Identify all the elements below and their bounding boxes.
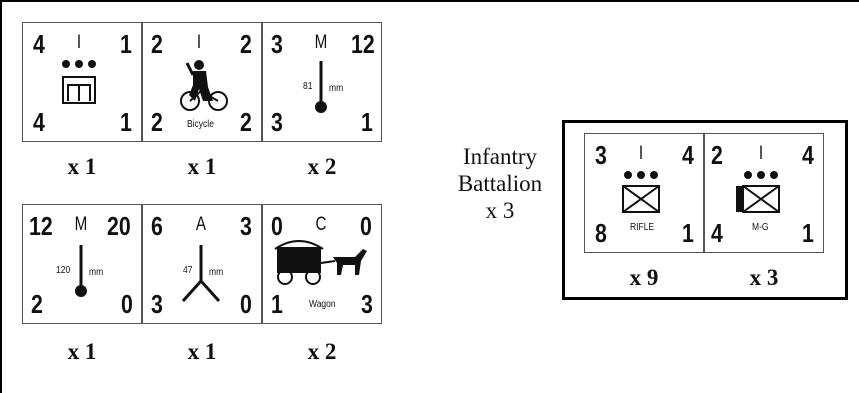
unit-caption: RIFLE [630, 222, 655, 233]
caliber-value: 81 [303, 81, 313, 92]
caliber-unit: mm [209, 267, 224, 278]
battalion-label-line3: x 3 [485, 198, 515, 223]
top-left-value: 2 [711, 140, 723, 170]
battalion-label: Infantry Battalion x 3 [440, 143, 560, 224]
counter-hq[interactable]: 4 I 1 4 1 [22, 22, 142, 142]
bottom-right-value: 1 [120, 107, 132, 137]
counter-wagon[interactable]: 0 C 0 1 Wagon 3 [262, 204, 382, 324]
anti-tank-gun-icon [181, 245, 221, 303]
bottom-left-value: 3 [271, 107, 283, 137]
counter-bicycle[interactable]: 2 I 2 2 Bicycle 2 [142, 22, 262, 142]
unit-caption: M-G [752, 222, 769, 233]
bottom-left-value: 2 [31, 289, 43, 319]
bottom-left-value: 3 [151, 289, 163, 319]
multiplier-at-47: x 1 [187, 339, 217, 364]
unit-type-marker: M [74, 214, 88, 235]
unit-type-marker: M [314, 32, 328, 53]
multiplier-wagon: x 2 [307, 339, 337, 364]
bottom-left-value: 8 [595, 218, 607, 248]
top-right-value: 3 [240, 211, 252, 241]
unit-caption: Bicycle [187, 119, 214, 130]
bottom-right-value: 3 [361, 289, 373, 319]
bicycle-soldier-icon [180, 60, 228, 111]
hq-symbol-icon [62, 60, 96, 104]
mortar-icon [315, 61, 327, 113]
counter-mortar-81[interactable]: 3 M 12 81 mm 3 1 [262, 22, 382, 142]
top-left-value: 2 [151, 29, 163, 59]
multiplier-rifle: x 9 [629, 265, 659, 290]
bottom-left-value: 1 [271, 289, 283, 319]
top-left-value: 6 [151, 211, 163, 241]
caliber-value: 120 [56, 265, 71, 276]
bottom-left-value: 4 [711, 218, 723, 248]
top-left-value: 3 [271, 29, 283, 59]
bottom-right-value: 1 [361, 107, 373, 137]
bottom-right-value: 1 [682, 218, 694, 248]
counter-mg[interactable]: 2 I 4 4 M-G 1 [704, 133, 824, 253]
caliber-unit: mm [329, 83, 344, 94]
multiplier-mg: x 3 [749, 265, 779, 290]
infantry-battalion-box [562, 120, 848, 300]
top-left-value: 0 [271, 211, 283, 241]
infantry-symbol-icon [622, 171, 660, 213]
battalion-label-line2: Battalion [457, 171, 543, 196]
horse-wagon-icon [274, 240, 367, 285]
counter-at-47[interactable]: 6 A 3 47 mm 3 0 [142, 204, 262, 324]
bottom-right-value: 2 [240, 107, 252, 137]
top-right-value: 4 [802, 140, 814, 170]
multiplier-mortar-81: x 2 [307, 154, 337, 179]
unit-size-marker: I [196, 32, 202, 53]
multiplier-mortar-120: x 1 [67, 339, 97, 364]
bottom-right-value: 0 [121, 289, 133, 319]
multiplier-bicycle: x 1 [187, 154, 217, 179]
top-right-value: 2 [240, 29, 252, 59]
top-right-value: 20 [107, 211, 131, 241]
battalion-label-line1: Infantry [462, 144, 538, 169]
unit-type-marker: C [315, 214, 327, 235]
counter-rifle[interactable]: 3 I 4 8 RIFLE 1 [584, 133, 704, 253]
top-right-value: 0 [360, 211, 372, 241]
unit-type-marker: A [195, 214, 207, 235]
caliber-value: 47 [183, 265, 193, 276]
bottom-right-value: 0 [240, 289, 252, 319]
multiplier-hq: x 1 [67, 154, 97, 179]
bottom-right-value: 1 [802, 218, 814, 248]
bottom-left-value: 2 [151, 107, 163, 137]
unit-size-marker: I [76, 32, 82, 53]
unit-size-marker: I [638, 143, 644, 164]
mortar-icon [75, 245, 87, 297]
top-left-value: 3 [595, 140, 607, 170]
caliber-unit: mm [89, 267, 104, 278]
bottom-left-value: 4 [33, 107, 45, 137]
top-left-value: 12 [29, 211, 53, 241]
top-left-value: 4 [33, 29, 45, 59]
top-right-value: 1 [120, 29, 132, 59]
unit-size-marker: I [758, 143, 764, 164]
unit-caption: Wagon [309, 299, 336, 310]
machine-gun-symbol-icon [736, 171, 780, 213]
top-right-value: 12 [351, 29, 375, 59]
top-right-value: 4 [682, 140, 694, 170]
counter-mortar-120[interactable]: 12 M 20 120 mm 2 0 [22, 204, 142, 324]
